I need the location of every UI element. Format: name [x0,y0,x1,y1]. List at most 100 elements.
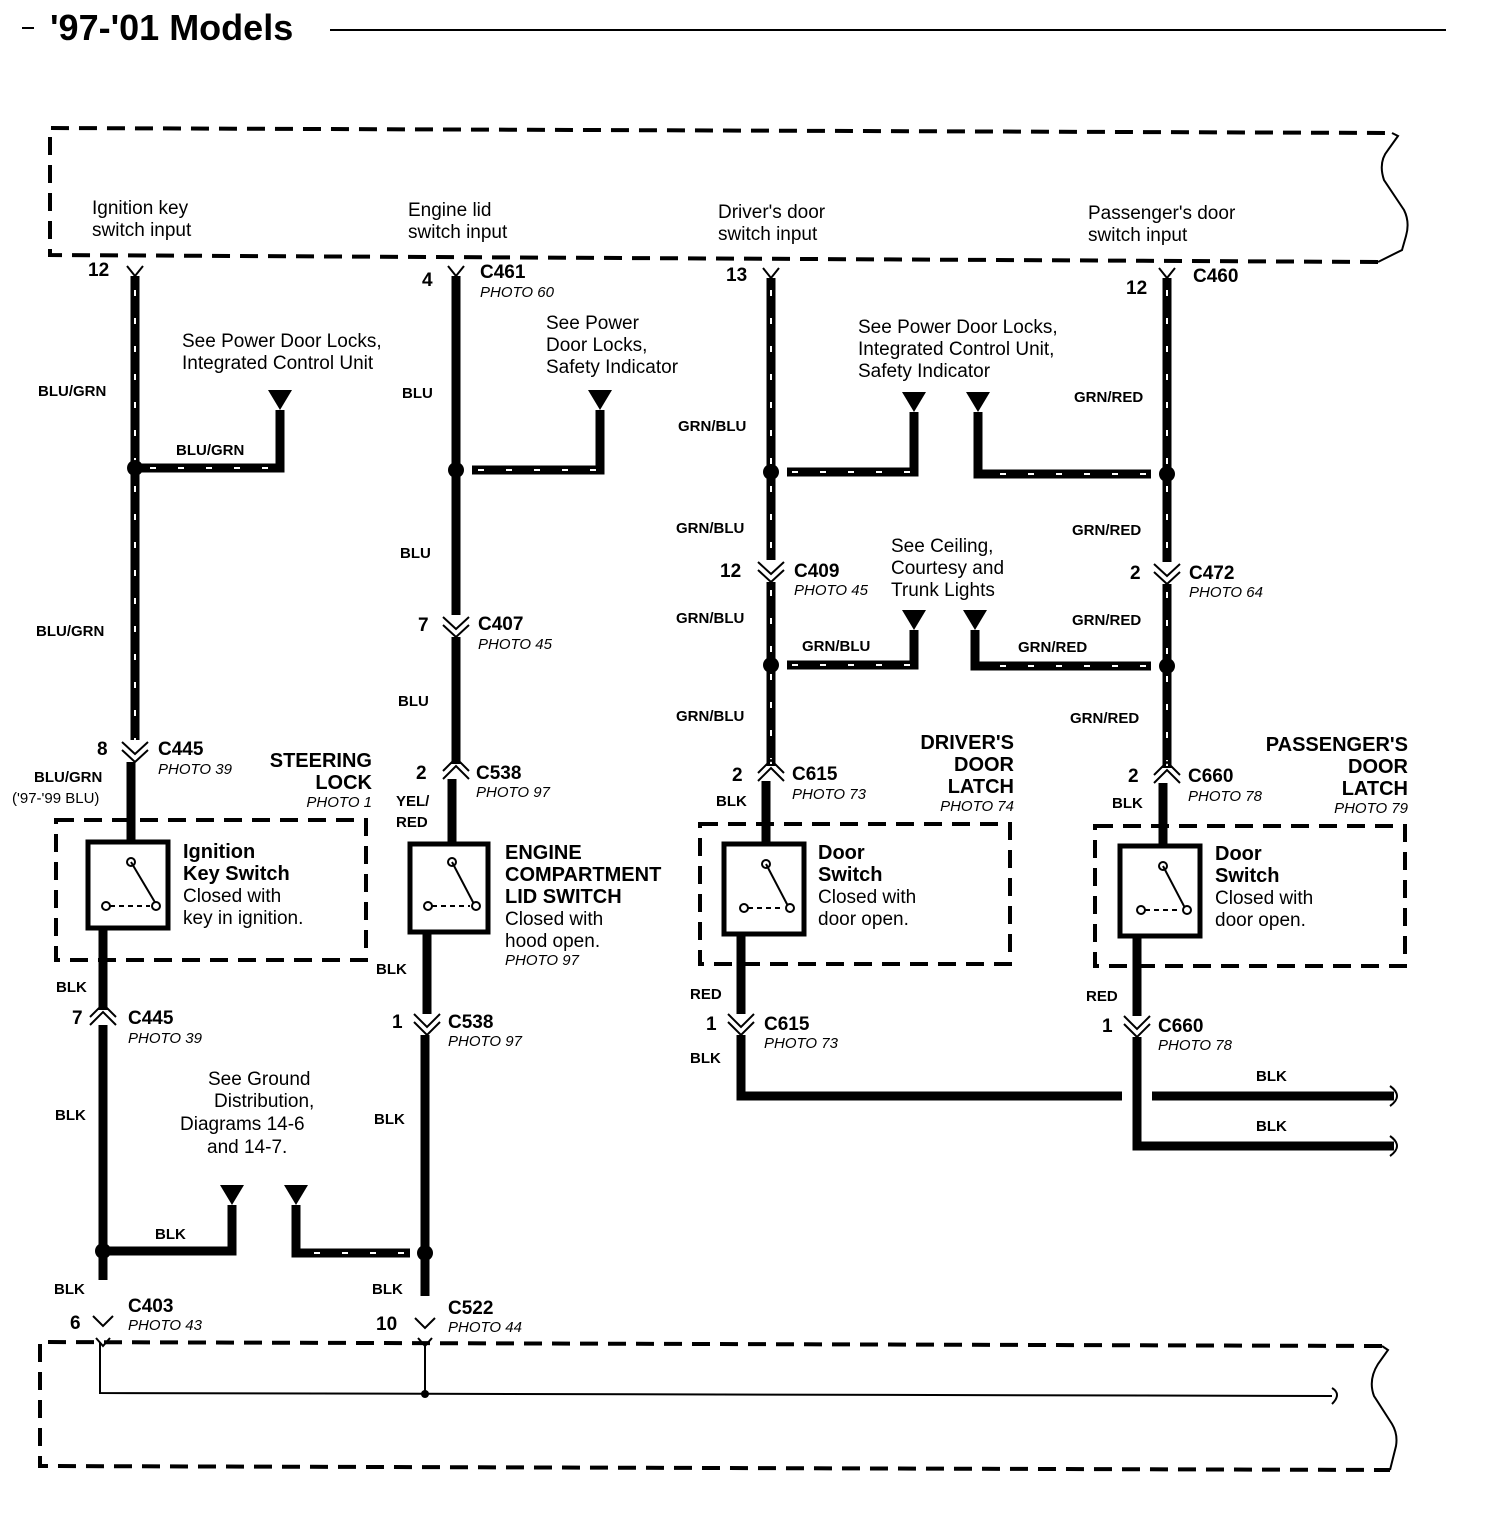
wire-blu-2: BLU [400,545,431,562]
passengers-door-switch-desc-2: door open. [1215,910,1306,931]
ignition-switch-desc-1: Closed with [183,886,281,907]
drivers-door-latch-box [698,822,1012,966]
wire-blk-12: BLK [1256,1118,1287,1135]
pin-1-c538: 1 [392,1012,403,1033]
wire-yel-red-2: RED [396,814,428,831]
wire-grn-red-2: GRN/RED [1072,522,1141,539]
connector-c409: C409 [794,561,839,582]
photo-44: PHOTO 44 [448,1319,522,1336]
pin-6: 6 [70,1313,81,1334]
steering-lock-box [54,818,368,962]
photo-97-switch: PHOTO 97 [505,952,580,969]
wire-blk-9: BLK [690,1050,721,1067]
pin-7-c445: 7 [72,1008,83,1029]
passengers-latch-label-2: DOOR [1348,756,1409,778]
note-ceiling-3: Trunk Lights [891,580,995,601]
connector-c407: C407 [478,614,523,635]
drivers-latch-label-2: DOOR [954,754,1015,776]
photo-39-top: PHOTO 39 [158,761,233,778]
ignition-input-label-1: Ignition key [92,198,189,219]
photo-64: PHOTO 64 [1189,584,1263,601]
wire-blk-6: BLK [374,1111,405,1128]
drivers-latch-label-3: LATCH [948,776,1014,798]
note-ceiling-1: See Ceiling, [891,536,993,557]
wire-grn-blu-1: GRN/BLU [678,418,746,435]
note-ground-2: Distribution, [214,1091,314,1112]
connector-c615-top: C615 [792,764,838,785]
wire-yel-red-1: YEL/ [396,793,430,810]
photo-1: PHOTO 1 [306,794,372,811]
connector-c660-top: C660 [1188,766,1233,787]
wire-red-1: RED [690,986,722,1003]
pin-13: 13 [726,265,747,286]
photo-74: PHOTO 74 [940,798,1014,815]
passengers-door-switch-label-2: Switch [1215,865,1279,887]
wire-grn-red-3: GRN/RED [1072,612,1141,629]
engine-switch-label-1: ENGINE [505,842,582,864]
connector-c615-bottom: C615 [764,1014,810,1035]
wire-blk-5: BLK [376,961,407,978]
engine-switch-label-3: LID SWITCH [505,886,622,908]
ground-module-box [38,1339,1398,1472]
ignition-circuit [85,265,292,1348]
connector-c445-top: C445 [158,739,204,760]
pin-2-c660: 2 [1128,766,1139,787]
passengers-door-input-label-1: Passenger's door [1088,203,1236,224]
photo-73-bottom: PHOTO 73 [764,1035,839,1052]
photo-45-c409: PHOTO 45 [794,582,869,599]
drivers-latch-label-1: DRIVER'S [920,732,1014,754]
pin-2-c615: 2 [732,765,743,786]
photo-45-c407: PHOTO 45 [478,636,553,653]
wire-blk-8: BLK [716,793,747,810]
connector-c472: C472 [1189,563,1234,584]
wire-blu-grn-2: BLU/GRN [176,442,244,459]
wire-blk-4: BLK [54,1281,85,1298]
connector-c538-top: C538 [476,763,521,784]
wire-blu-note: ('97-'99 BLU) [12,790,99,807]
photo-73-top: PHOTO 73 [792,786,867,803]
wire-blu-3: BLU [398,693,429,710]
pin-2-c472: 2 [1130,563,1141,584]
wire-blu-grn-4: BLU/GRN [34,769,102,786]
pin-10: 10 [376,1314,397,1335]
steering-lock-label-2: LOCK [315,772,372,794]
wire-blk-2: BLK [55,1107,86,1124]
pin-7-c407: 7 [418,615,429,636]
note-pdl-safety-2: Door Locks, [546,335,647,356]
wire-grn-blu-3: GRN/BLU [676,610,744,627]
ignition-input-label-2: switch input [92,220,192,241]
photo-97-bottom: PHOTO 97 [448,1033,523,1050]
engine-switch-desc-1: Closed with [505,909,603,930]
passengers-door-switch-label-1: Door [1215,843,1262,865]
photo-78-top: PHOTO 78 [1188,788,1263,805]
passengers-door-latch-box [1093,824,1407,968]
engine-switch-label-2: COMPARTMENT [505,864,661,886]
passengers-latch-label-3: LATCH [1342,778,1408,800]
steering-lock-label-1: STEERING [270,750,372,772]
drivers-door-switch-desc-2: door open. [818,909,909,930]
photo-60: PHOTO 60 [480,284,555,301]
drivers-door-switch-desc-1: Closed with [818,887,916,908]
wire-grn-red-5: GRN/RED [1070,710,1139,727]
wire-blk-3: BLK [155,1226,186,1243]
pin-1-c660: 1 [1102,1016,1113,1037]
wire-blk-11: BLK [1256,1068,1287,1085]
connector-c445-bottom: C445 [128,1008,174,1029]
note-pdl-safety-1: See Power [546,313,640,334]
note-ground-4: and 14-7. [207,1137,287,1158]
wire-grn-red-4: GRN/RED [1018,639,1087,656]
wire-grn-blu-2: GRN/BLU [676,520,744,537]
drivers-door-input-label-1: Driver's door [718,202,826,223]
drivers-door-switch-label-2: Switch [818,864,882,886]
passengers-door-circuit [963,267,1398,1157]
integrated-control-unit-box [48,125,1409,264]
page-title: '97-'01 Models [50,7,293,48]
pin-1-c615: 1 [706,1014,717,1035]
wire-blk-1: BLK [56,979,87,996]
engine-lid-circuit [284,265,612,1348]
drivers-door-circuit [721,267,1122,1101]
wire-red-2: RED [1086,988,1118,1005]
pin-2-c538: 2 [416,763,427,784]
connector-c538-bottom: C538 [448,1012,493,1033]
